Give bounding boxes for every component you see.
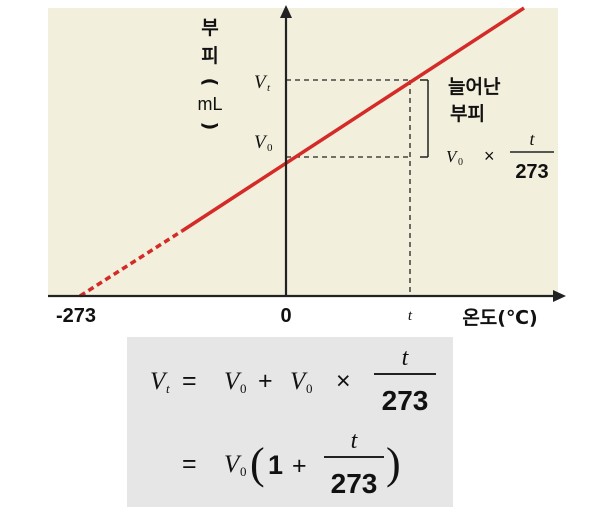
svg-text:t: t xyxy=(166,381,170,396)
x-axis-label: 온도(℃) xyxy=(462,307,537,329)
svg-text:0: 0 xyxy=(458,157,463,168)
svg-text:×: × xyxy=(336,367,351,395)
svg-text:mL: mL xyxy=(197,94,222,114)
svg-text:피: 피 xyxy=(201,45,218,67)
svg-text:(: ( xyxy=(199,78,221,87)
svg-text:V: V xyxy=(150,368,168,395)
vt-label: V t xyxy=(254,72,271,94)
volume-line-extrapolated xyxy=(79,229,183,298)
svg-text:): ) xyxy=(386,439,401,488)
svg-text:0: 0 xyxy=(267,142,273,154)
svg-text:V: V xyxy=(446,147,459,166)
svg-text:273: 273 xyxy=(515,161,548,183)
y-axis-label: 부 피 ( mL ) xyxy=(197,17,222,130)
svg-text:1: 1 xyxy=(268,450,283,480)
svg-text:273: 273 xyxy=(382,385,429,416)
increase-bracket xyxy=(420,79,429,158)
svg-text:t: t xyxy=(267,82,271,94)
svg-text:t: t xyxy=(402,345,410,371)
formula-box xyxy=(127,337,453,507)
v0-label: V 0 xyxy=(254,132,273,154)
svg-text:=: = xyxy=(182,450,197,478)
svg-text:t: t xyxy=(529,129,535,149)
svg-text:부피: 부피 xyxy=(450,103,485,125)
x-tick-neg273: -273 xyxy=(56,305,96,327)
svg-text:t: t xyxy=(351,428,359,454)
svg-text:V: V xyxy=(224,368,242,395)
formula-line-2: = V 0 ( 1 + t 273 ) xyxy=(182,428,401,499)
formula-line-1: V t = V 0 + V 0 × t 273 xyxy=(150,345,436,416)
svg-text:(: ( xyxy=(250,439,265,488)
svg-text:×: × xyxy=(484,146,495,166)
svg-text:273: 273 xyxy=(331,468,378,499)
x-tick-t: t xyxy=(408,308,413,324)
volume-line-solid xyxy=(181,6,525,233)
x-axis-arrow-icon xyxy=(553,290,566,302)
svg-text:V: V xyxy=(254,72,268,93)
svg-text:+: + xyxy=(258,367,273,395)
svg-text:V: V xyxy=(224,451,242,478)
svg-text:=: = xyxy=(182,367,197,395)
y-axis-arrow-icon xyxy=(280,5,292,18)
svg-text:늘어난: 늘어난 xyxy=(448,76,501,98)
svg-text:V: V xyxy=(290,368,308,395)
svg-text:0: 0 xyxy=(306,381,313,396)
svg-text:V: V xyxy=(254,132,268,153)
increase-annotation: 늘어난 부피 V 0 × t 273 xyxy=(446,76,554,183)
svg-text:+: + xyxy=(292,452,307,480)
svg-text:): ) xyxy=(199,122,221,131)
svg-text:0: 0 xyxy=(240,464,247,479)
x-tick-zero: 0 xyxy=(280,305,291,327)
svg-text:0: 0 xyxy=(240,381,247,396)
svg-text:부: 부 xyxy=(201,17,218,39)
